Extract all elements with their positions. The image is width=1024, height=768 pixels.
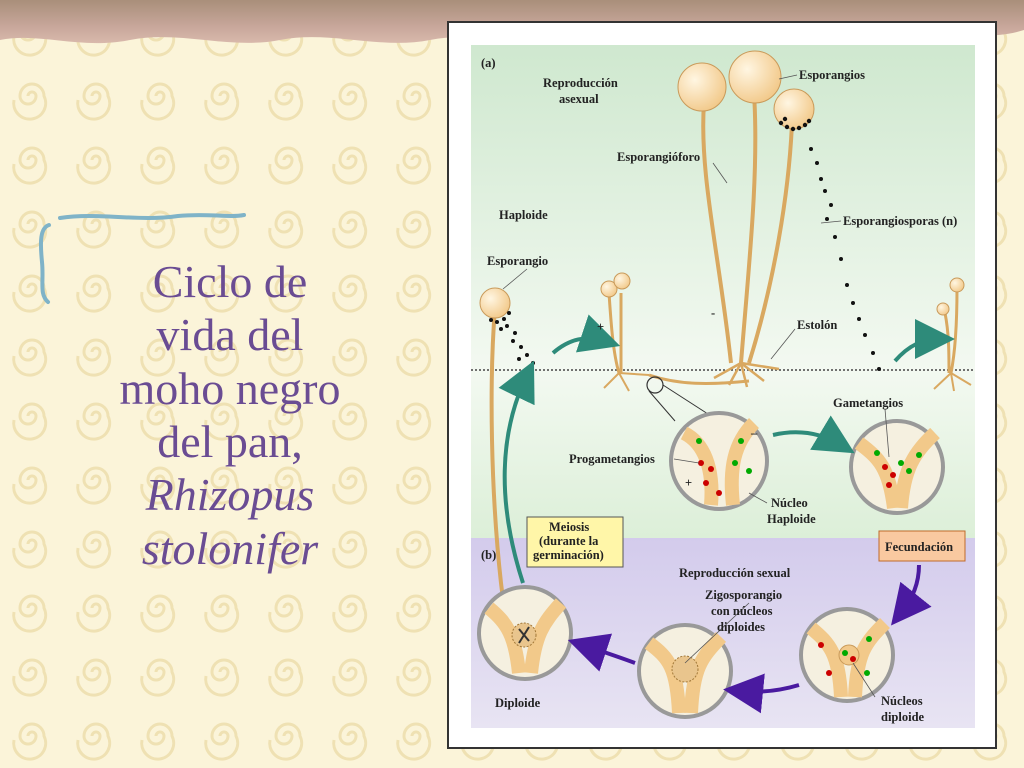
slide-title: Ciclo de vida del moho negro del pan, Rh…: [60, 255, 400, 575]
meiosis-label-3: germinación): [533, 548, 604, 562]
title-line-3: moho negro: [119, 362, 341, 414]
panel-b-label: (b): [481, 548, 496, 562]
gametangia-circle: [849, 419, 945, 515]
esporangio-label: Esporangio: [487, 254, 548, 268]
progametangios-label: Progametangios: [569, 452, 655, 466]
haploide-label: Haploide: [499, 208, 548, 222]
zigo-label-1: Zigosporangio: [705, 588, 782, 602]
life-cycle-diagram: (a) (b) Reproducción asexual Esporangios…: [471, 45, 975, 728]
nucleo-label-1: Núcleo: [771, 496, 808, 510]
life-cycle-figure: (a) (b) Reproducción asexual Esporangios…: [447, 21, 997, 749]
title-line-2: vida del: [156, 309, 304, 361]
decorative-line: [58, 213, 246, 220]
arrow-fecundacion: [891, 564, 932, 626]
nucleos-label-1: Núcleos: [881, 694, 923, 708]
zigo-label-3: diploides: [717, 620, 765, 634]
left-spores: [489, 311, 535, 365]
decorative-bracket: [38, 223, 51, 304]
arrow-to-germination: [567, 633, 636, 672]
left-sporangium: [479, 287, 511, 319]
meiosis-label-2: (durante la: [539, 534, 599, 548]
meiosis-label-1: Meiosis: [549, 520, 589, 534]
arrow-meiosis-up: [498, 360, 535, 584]
asexual-label-2: asexual: [559, 92, 599, 106]
esporangiosporas-label: Esporangiosporas (n): [843, 214, 957, 228]
zigo-label-2: con núcleos: [711, 604, 773, 618]
plus-sign-1: +: [597, 320, 604, 334]
zoom-line-1: [648, 390, 676, 422]
arrow-spore-germinate: [551, 314, 621, 355]
young-mycelium-right: [933, 277, 972, 392]
arrow-to-gametangia: [772, 415, 855, 454]
leader-lines: [502, 74, 890, 698]
minus-sign-1: -: [711, 306, 715, 320]
esporangios-label: Esporangios: [799, 68, 865, 82]
fecundacion-box: [878, 530, 966, 562]
fertilization-circle: [799, 607, 895, 703]
asexual-label-1: Reproducción: [543, 76, 618, 90]
diploide-label: Diploide: [495, 696, 541, 710]
esporangioforo-label: Esporangióforo: [617, 150, 700, 164]
fecundacion-label: Fecundación: [885, 540, 953, 554]
panel-a-label: (a): [481, 56, 496, 70]
title-line-1: Ciclo de: [152, 256, 308, 307]
estolon-label: Estolón: [797, 318, 837, 332]
title-line-4: del pan,: [157, 416, 303, 468]
falling-spores: [778, 116, 881, 371]
sporangiophores: [677, 50, 815, 388]
meiosis-box: [526, 516, 624, 568]
gametangios-label: Gametangios: [833, 396, 903, 410]
arrow-spore-germinate-right: [893, 319, 955, 363]
title-line-5: Rhizopus: [145, 469, 315, 521]
germination-circle: [477, 585, 573, 681]
arrow-to-zygosporangium: [723, 673, 800, 714]
zygosporangium-circle: [637, 623, 733, 719]
nucleo-label-2: Haploide: [767, 512, 816, 526]
progametangia-circle: [669, 411, 769, 511]
minus-sign-2: –: [750, 426, 758, 440]
sexual-label: Reproducción sexual: [679, 566, 791, 580]
nucleos-label-2: diploide: [881, 710, 925, 724]
title-line-6: stolonifer: [141, 522, 319, 574]
plus-sign-2: +: [685, 476, 692, 490]
